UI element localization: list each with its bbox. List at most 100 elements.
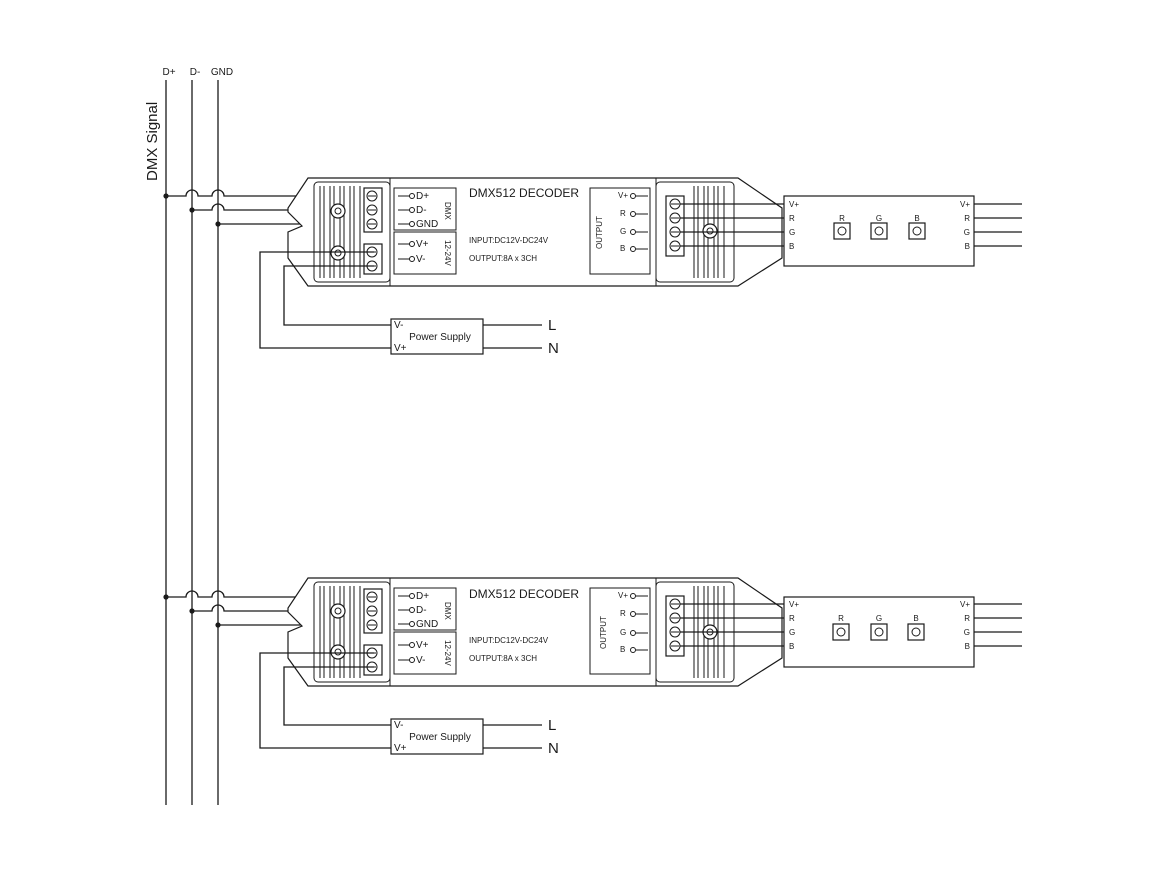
ps-pin-v-plus: V+ [394, 743, 407, 754]
strip-label-r-right: R [964, 214, 970, 223]
strip-label-v-plus-right: V+ [960, 200, 970, 209]
led-label-r: R [838, 614, 844, 623]
terminal-label-v-plus: V+ [416, 239, 429, 250]
output-label-v-plus: V+ [618, 191, 628, 200]
led-label-b: B [914, 214, 919, 223]
output-terminal-block [665, 595, 685, 657]
terminal-label-gnd: GND [416, 219, 438, 230]
strip-label-g-right: G [964, 228, 970, 237]
led-g [870, 623, 888, 641]
wire-d-minus [192, 604, 332, 612]
decoder-body [389, 177, 657, 287]
dmx-group-label: DMX [443, 602, 452, 620]
terminal-label-d-plus: D+ [416, 191, 429, 202]
strip-label-v-plus: V+ [789, 200, 799, 209]
output-group-label: OUTPUT [595, 216, 604, 249]
decoder-body [389, 577, 657, 687]
wire-d-minus [192, 203, 332, 211]
left-ribs [319, 186, 361, 278]
output-spec: OUTPUT:8A x 3CH [469, 654, 537, 663]
output-label-b: B [620, 244, 625, 253]
power-terminal-block [363, 243, 383, 275]
led-label-g: G [876, 214, 882, 223]
decoder-unit-1: D+ D- GND DMX V+ V- 12-24V DMX512 DECODE… [163, 177, 1022, 357]
output-group-label: OUTPUT [599, 616, 608, 649]
led-label-r: R [839, 214, 845, 223]
output-panel [589, 587, 651, 675]
output-terminal-block [665, 195, 685, 257]
strip-label-g: G [789, 228, 795, 237]
bus-label-d-plus: D+ [162, 67, 175, 78]
wire-d-plus [166, 189, 332, 197]
wire-ps-v-plus [259, 251, 391, 349]
output-label-g: G [620, 628, 626, 637]
input-spec: INPUT:DC12V-DC24V [469, 636, 549, 645]
power-supply [390, 318, 484, 355]
led-r [833, 222, 851, 240]
strip-label-v-plus-right: V+ [960, 600, 970, 609]
wire-ps-v-plus [259, 652, 391, 749]
terminal-label-v-minus: V- [416, 655, 425, 666]
led-r [832, 623, 850, 641]
screw-icon [330, 245, 346, 261]
output-panel [589, 187, 651, 275]
power-panel [393, 231, 457, 275]
screw-icon [330, 603, 346, 619]
decoder-unit-2: D+ D- GND DMX V+ V- 12-24V DMX512 DECODE… [163, 577, 1022, 757]
mains-label-l: L [548, 717, 556, 734]
strip-label-r-right: R [964, 614, 970, 623]
mains-label-n: N [548, 740, 559, 757]
screw-icon [702, 223, 718, 239]
decoder-housing [287, 577, 783, 687]
mains-label-l: L [548, 317, 556, 334]
input-spec: INPUT:DC12V-DC24V [469, 236, 549, 245]
output-spec: OUTPUT:8A x 3CH [469, 254, 537, 263]
strip-label-b-right: B [965, 642, 970, 651]
power-supply-label: Power Supply [409, 332, 471, 343]
wire-d-plus [166, 590, 332, 598]
led-label-b: B [913, 614, 918, 623]
terminal-label-d-minus: D- [416, 205, 427, 216]
screw-icon [330, 203, 346, 219]
bus-label-d-minus: D- [190, 67, 201, 78]
strip-label-b: B [789, 642, 794, 651]
terminal-label-v-plus: V+ [416, 640, 429, 651]
led-b [907, 623, 925, 641]
dmx-signal-label: DMX Signal [144, 102, 161, 181]
power-group-label: 12-24V [443, 640, 452, 666]
ps-pin-v-minus: V- [394, 720, 403, 731]
led-label-g: G [876, 614, 882, 623]
power-terminal-block [363, 644, 383, 676]
wire-ps-v-minus [283, 265, 391, 326]
screw-icon [330, 644, 346, 660]
power-group-label: 12-24V [443, 240, 452, 266]
decoder-housing [287, 177, 783, 287]
power-supply [390, 718, 484, 755]
terminal-label-d-minus: D- [416, 605, 427, 616]
power-supply-label: Power Supply [409, 732, 471, 743]
dmx-panel [393, 187, 457, 231]
output-label-v-plus: V+ [618, 591, 628, 600]
strip-label-g: G [789, 628, 795, 637]
terminal-label-gnd: GND [416, 619, 438, 630]
left-ribs [319, 586, 361, 678]
decoder-title: DMX512 DECODER [469, 587, 579, 601]
output-label-r: R [620, 609, 626, 618]
decoder-title: DMX512 DECODER [469, 186, 579, 200]
output-label-g: G [620, 227, 626, 236]
strip-label-r: R [789, 214, 795, 223]
terminal-label-v-minus: V- [416, 254, 425, 265]
strip-label-r: R [789, 614, 795, 623]
terminal-label-d-plus: D+ [416, 591, 429, 602]
strip-label-b: B [789, 242, 794, 251]
dmx-panel [393, 587, 457, 631]
strip-label-b-right: B [965, 242, 970, 251]
strip-label-v-plus: V+ [789, 600, 799, 609]
bus-label-gnd: GND [211, 67, 233, 78]
wire-ps-v-minus [283, 666, 391, 726]
strip-label-g-right: G [964, 628, 970, 637]
led-g [870, 222, 888, 240]
output-label-b: B [620, 645, 625, 654]
mains-label-n: N [548, 340, 559, 357]
